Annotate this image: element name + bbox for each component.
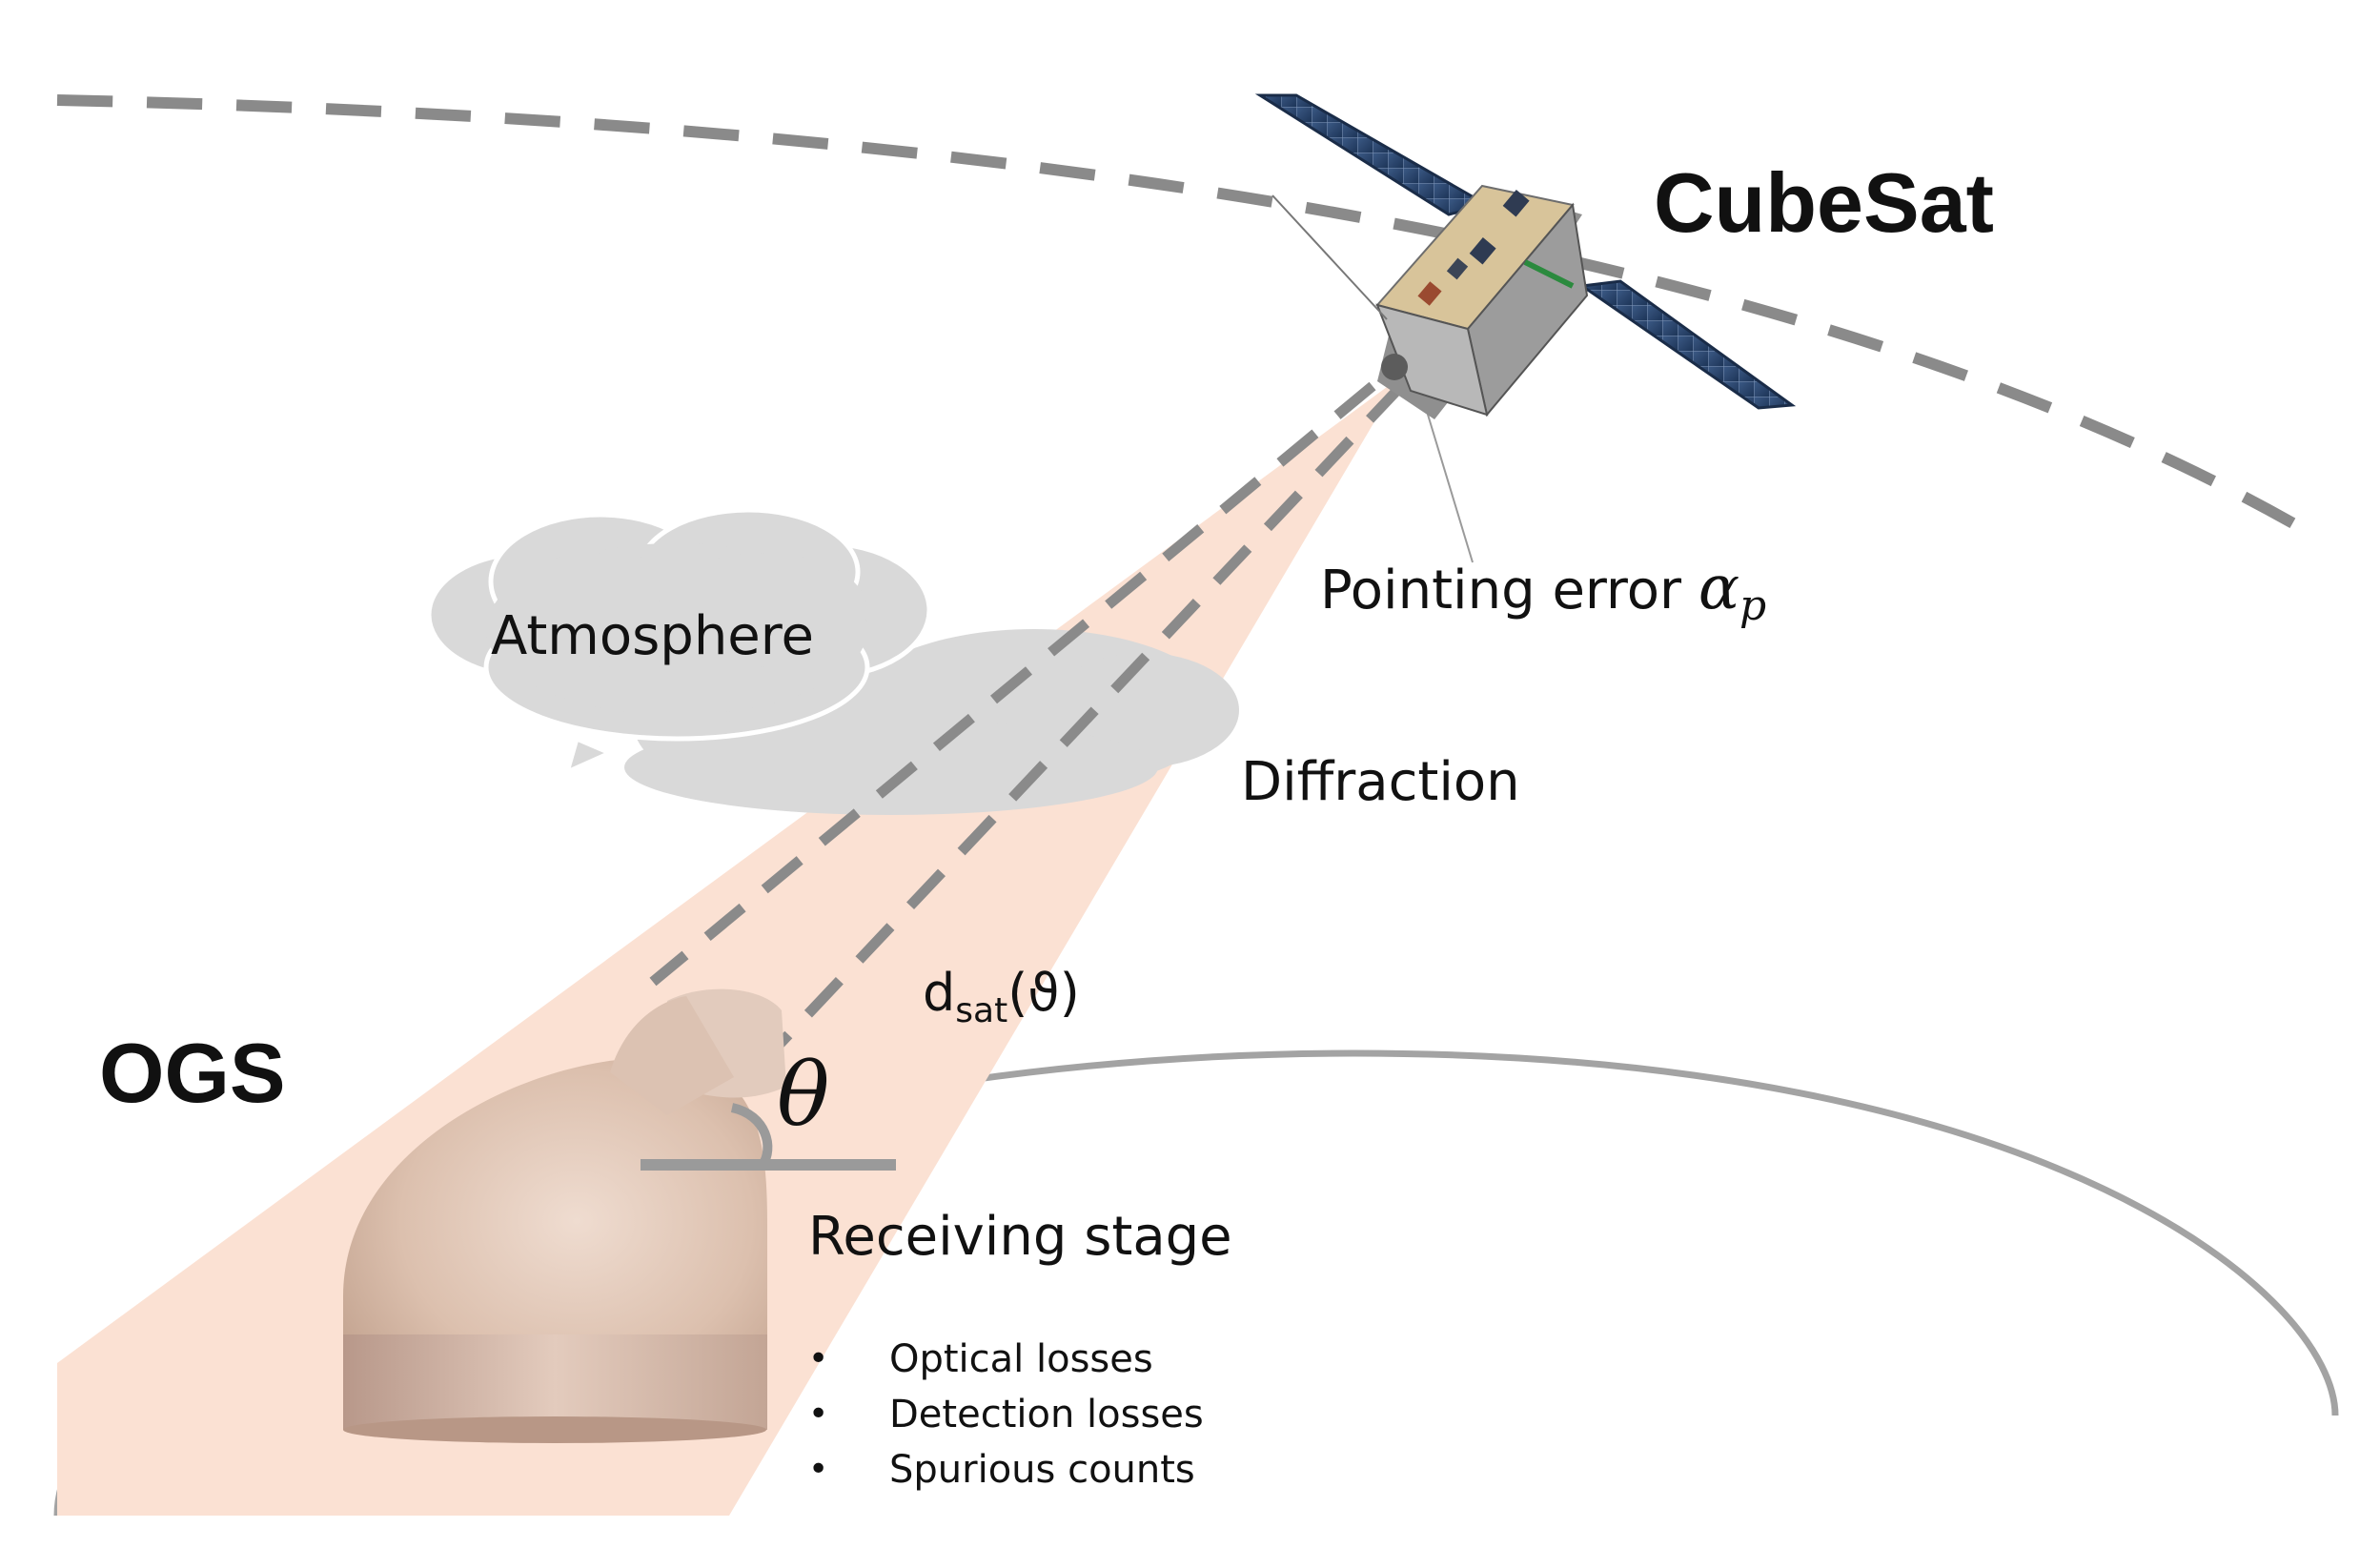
ogs-label: OGS xyxy=(99,1026,286,1120)
cubesat-label: CubeSat xyxy=(1654,155,1994,250)
elevation-angle-label: θ xyxy=(777,1044,830,1146)
solar-panel-right xyxy=(1577,279,1797,410)
pointing-error-text: Pointing error xyxy=(1320,560,1682,621)
atmosphere-label: Atmosphere xyxy=(491,605,815,667)
beam-dashed-line-1 xyxy=(649,381,1376,987)
diffraction-label: Diffraction xyxy=(1241,751,1520,813)
bullet: • xyxy=(808,1395,829,1434)
receiving-stage-label: Receiving stage xyxy=(808,1206,1232,1268)
list-item: • Spurious counts xyxy=(808,1442,1204,1497)
distance-label: dsat(ϑ) xyxy=(923,963,1080,1030)
elevation-angle-arc xyxy=(730,1103,773,1168)
cubesat-satellite xyxy=(1254,93,1797,419)
pointing-error-label: Pointing error αp xyxy=(1320,553,1766,630)
list-item: • Detection losses xyxy=(808,1387,1204,1442)
ogs-dome xyxy=(343,988,786,1443)
atmosphere-cloud-fill xyxy=(486,543,867,715)
list-item: • Optical losses xyxy=(808,1332,1204,1387)
loss-item-text: Spurious counts xyxy=(889,1448,1195,1492)
orbit-path xyxy=(56,94,2315,540)
distance-subscript: sat xyxy=(955,990,1008,1030)
distance-argument: (ϑ) xyxy=(1007,963,1080,1023)
pointing-error-subscript: p xyxy=(1739,581,1767,631)
loss-item-text: Detection losses xyxy=(889,1393,1204,1436)
beam-dashed-line-2 xyxy=(749,382,1405,1076)
solar-panel-left xyxy=(1254,93,1491,216)
bullet: • xyxy=(808,1339,829,1378)
loss-item-text: Optical losses xyxy=(889,1337,1153,1381)
bullet: • xyxy=(808,1450,829,1489)
distance-symbol: d xyxy=(923,963,956,1023)
pointing-error-symbol: α xyxy=(1698,553,1740,623)
receiving-losses-list: • Optical losses • Detection losses • Sp… xyxy=(808,1332,1204,1497)
pointing-error-leader xyxy=(1424,404,1474,563)
